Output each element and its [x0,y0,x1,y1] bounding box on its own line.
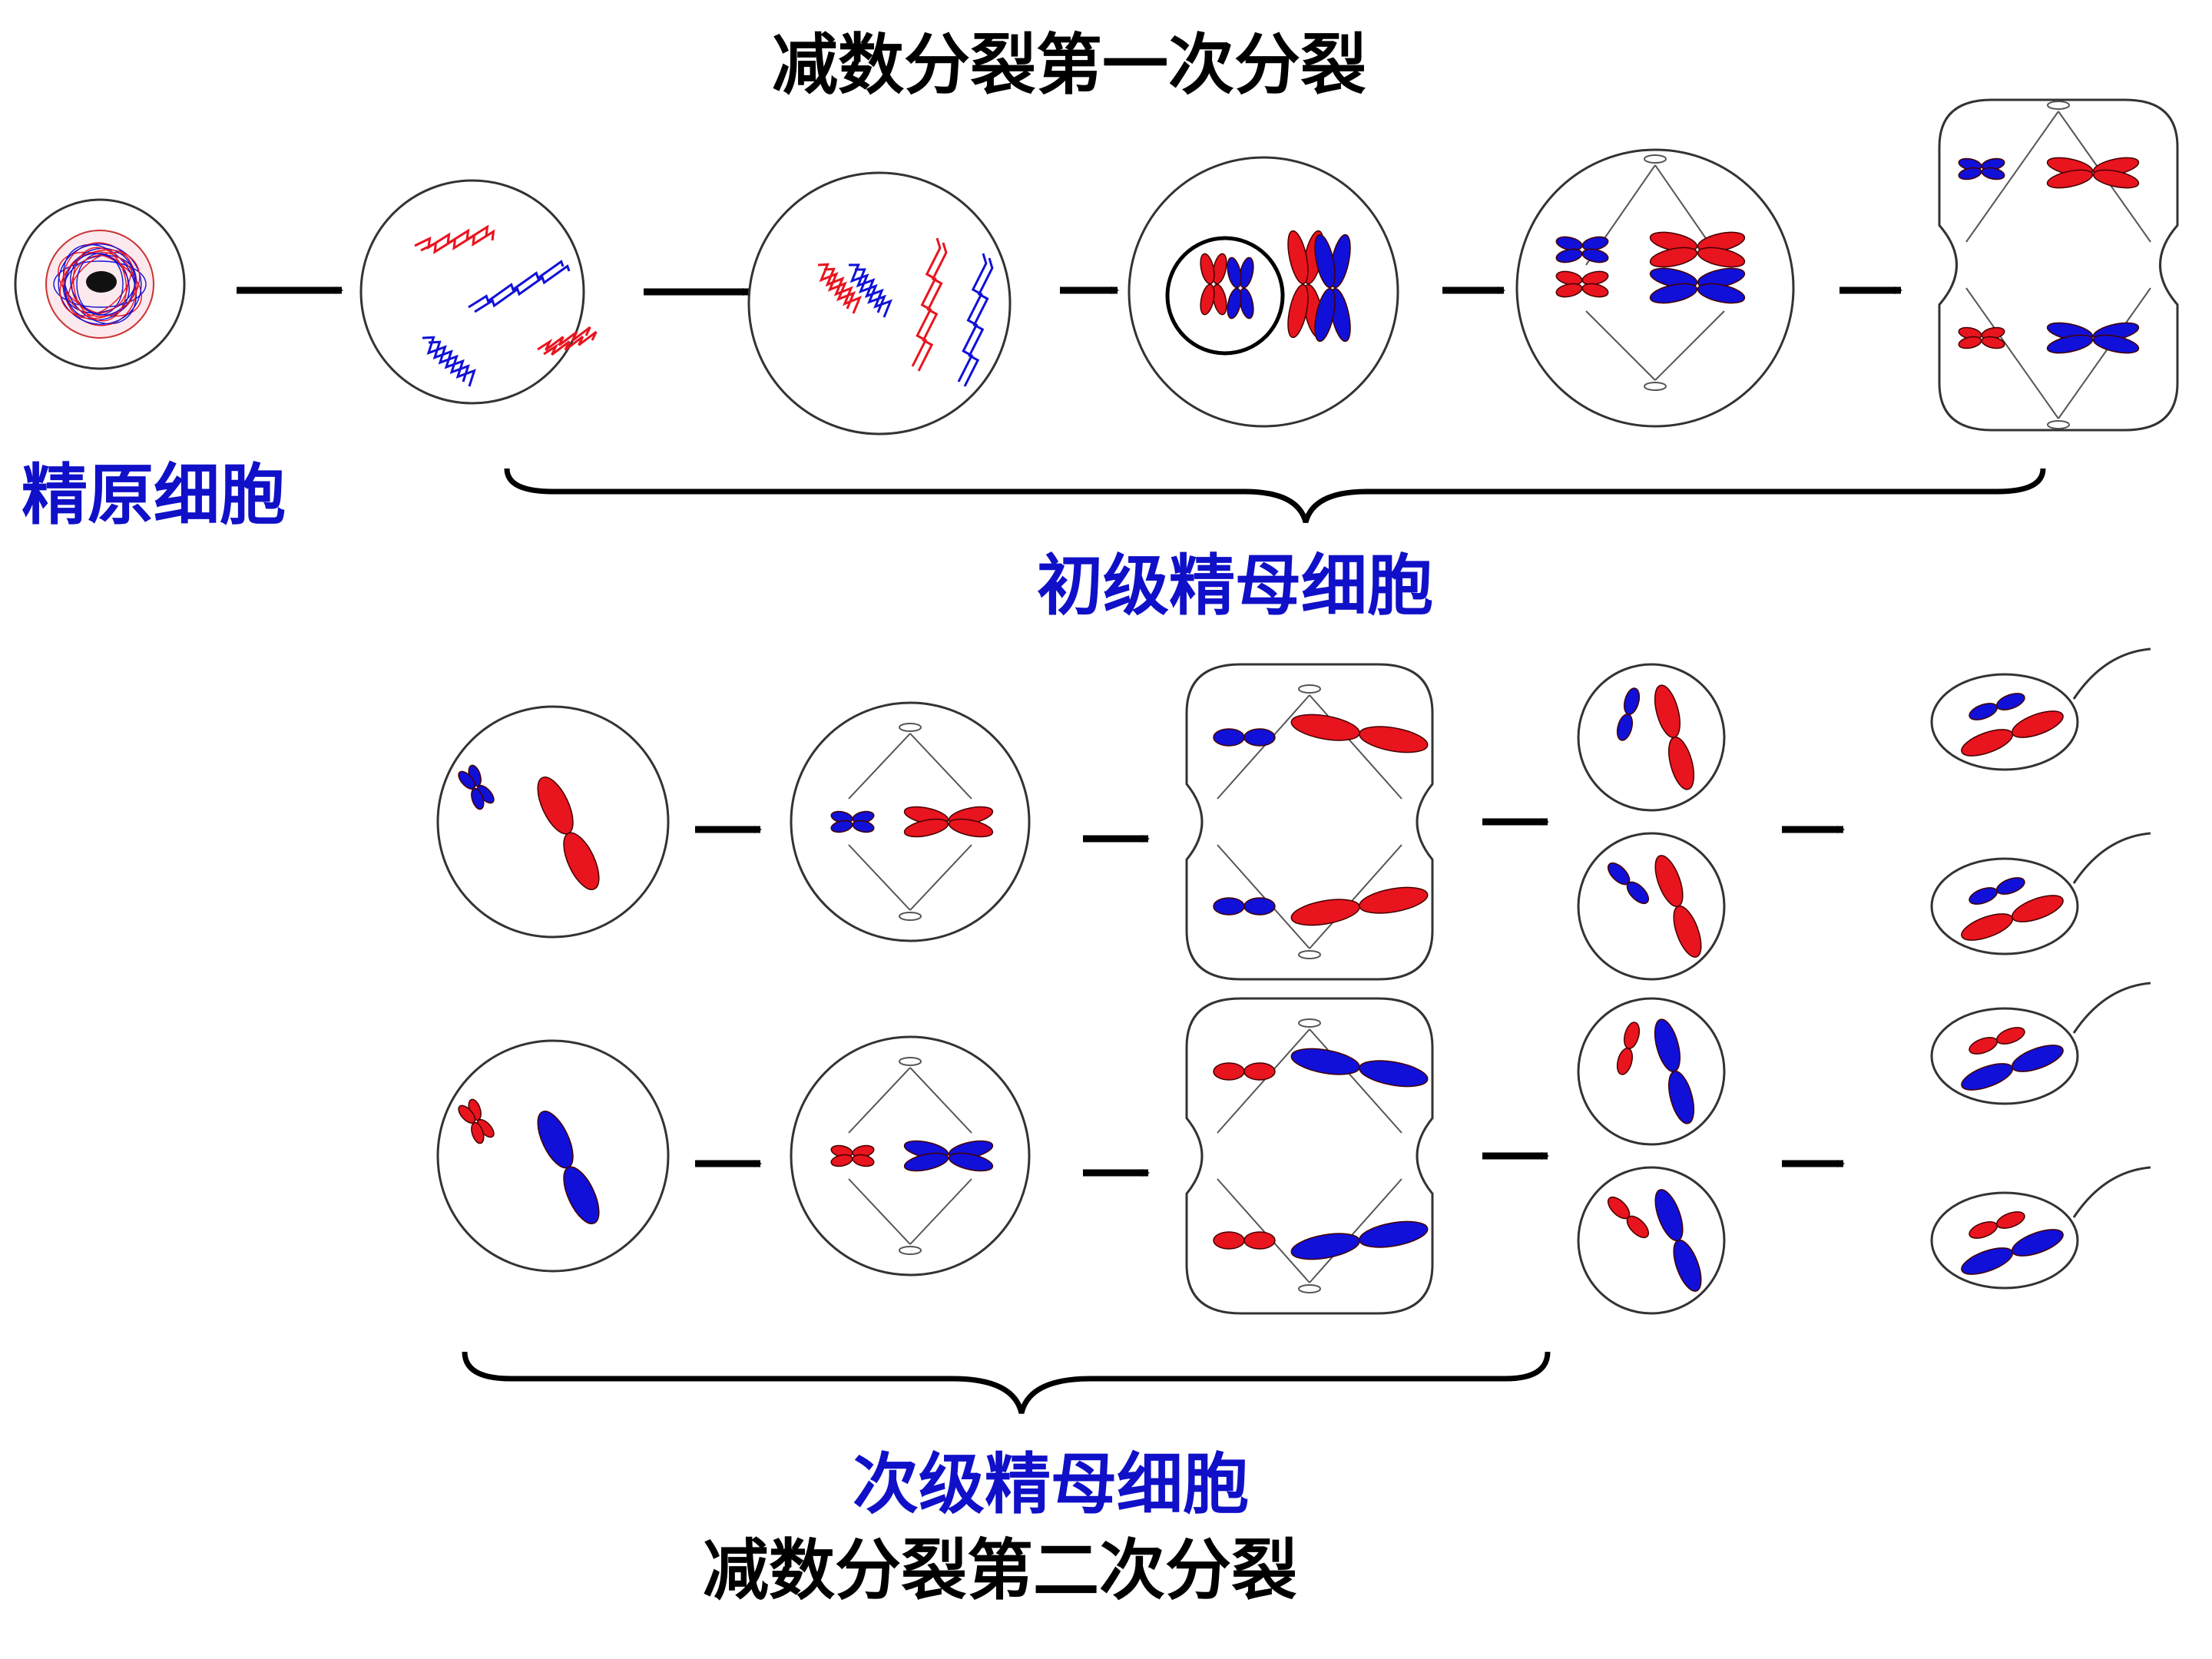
label-primary-spermatocyte: 初级精母细胞 [1037,548,1433,624]
chrom-small-a2-bot-lower [1213,1231,1276,1250]
chrom-large-a2-bot-lower [1290,1220,1429,1260]
chrom-large-p2-upper [537,777,600,890]
cell-spermatid-top-upper [1577,663,1726,812]
label-secondary-spermatocyte: 次级精母细胞 [853,1446,1249,1523]
brace-primary [504,468,2046,524]
spindle-a1 [1965,101,2151,429]
chromatin-red-4 [911,237,948,372]
spindle-a2-lower [1217,1018,1402,1293]
cell-anaphase-2-lower [1185,997,1434,1315]
cell-metaphase-2-lower [790,1035,1031,1277]
chrom-large-a2-top-lower [1290,1048,1429,1088]
cell-sperm-0-upper [1930,673,2079,771]
chrom-blue-large-bivalent [1314,233,1351,343]
chrom-red-large-m1 [1649,231,1746,268]
chrom-red-small-bivalent [1200,253,1227,316]
chromatin-red-3 [817,263,863,314]
title-meiosis-2: 减数分裂第二次分裂 [703,1532,1297,1609]
cell-sperm-0-lower [1930,1007,2079,1105]
chrom-large-a2-top-upper [1290,714,1429,753]
cell-prophase-pachytene [747,171,1012,435]
chrom-small-p2-lower [458,1098,495,1144]
cell-spermatid-bot-upper [1577,832,1726,981]
label-spermatogonium: 精原细胞 [22,457,286,534]
chrom-small-m2-upper [830,810,875,833]
chrom-large-m2-upper [903,806,994,838]
brace-secondary [462,1351,1551,1414]
nucleolus [86,271,117,293]
chromatin-red-2 [537,326,598,356]
chrom-blue-large-m1 [1649,267,1746,304]
chrom-red-large-a1 [2046,157,2140,189]
cell-sperm-1-upper [1930,857,2079,955]
cell-spermatid-bot-lower [1577,1166,1726,1315]
cell-secondary-prophase-lower [436,1039,670,1273]
chrom-large-a2-bot-upper [1290,886,1429,926]
chromatin-blue-2 [422,336,476,387]
chrom-large-m2-lower [903,1140,994,1172]
chromatin-blue-3 [848,263,893,318]
cell-anaphase-2-upper [1185,663,1434,981]
cell-metaphase-1 [1515,148,1795,428]
chromatin-blue-1 [468,260,571,313]
spindle-m2-upper [848,723,972,921]
chromatin-red-1 [414,224,495,254]
chrom-small-m2-lower [830,1144,875,1167]
cell-sperm-1-lower [1930,1191,2079,1290]
spindle-a2-upper [1217,684,1402,959]
chrom-blue-small-m1 [1555,236,1609,263]
title-meiosis-1: 减数分裂第一次分裂 [772,27,1366,104]
chrom-blue-small-bivalent [1227,257,1254,320]
chrom-red-small-a1 [1958,326,2005,349]
cell-spermatogonium [14,198,186,370]
chromatin-blue-4 [957,253,994,387]
chrom-small-a2-top-lower [1213,1062,1276,1081]
chrom-blue-large-a1 [2046,322,2140,354]
cell-spermatid-top-lower [1577,997,1726,1146]
chrom-large-p2-lower [537,1111,600,1224]
cell-diakinesis [1128,156,1399,428]
cell-prophase-early [359,179,585,405]
chrom-red-small-m1 [1555,270,1609,298]
cell-anaphase-1 [1938,98,2179,432]
chrom-small-a2-top-upper [1213,728,1276,747]
cell-secondary-prophase-upper [436,705,670,939]
cell-metaphase-2-upper [790,701,1031,942]
chrom-small-a2-bot-upper [1213,897,1276,916]
chrom-small-p2-upper [458,764,495,810]
highlight-ring [1165,236,1285,356]
spindle-m2-lower [848,1057,972,1255]
chrom-blue-small-a1 [1958,157,2005,180]
